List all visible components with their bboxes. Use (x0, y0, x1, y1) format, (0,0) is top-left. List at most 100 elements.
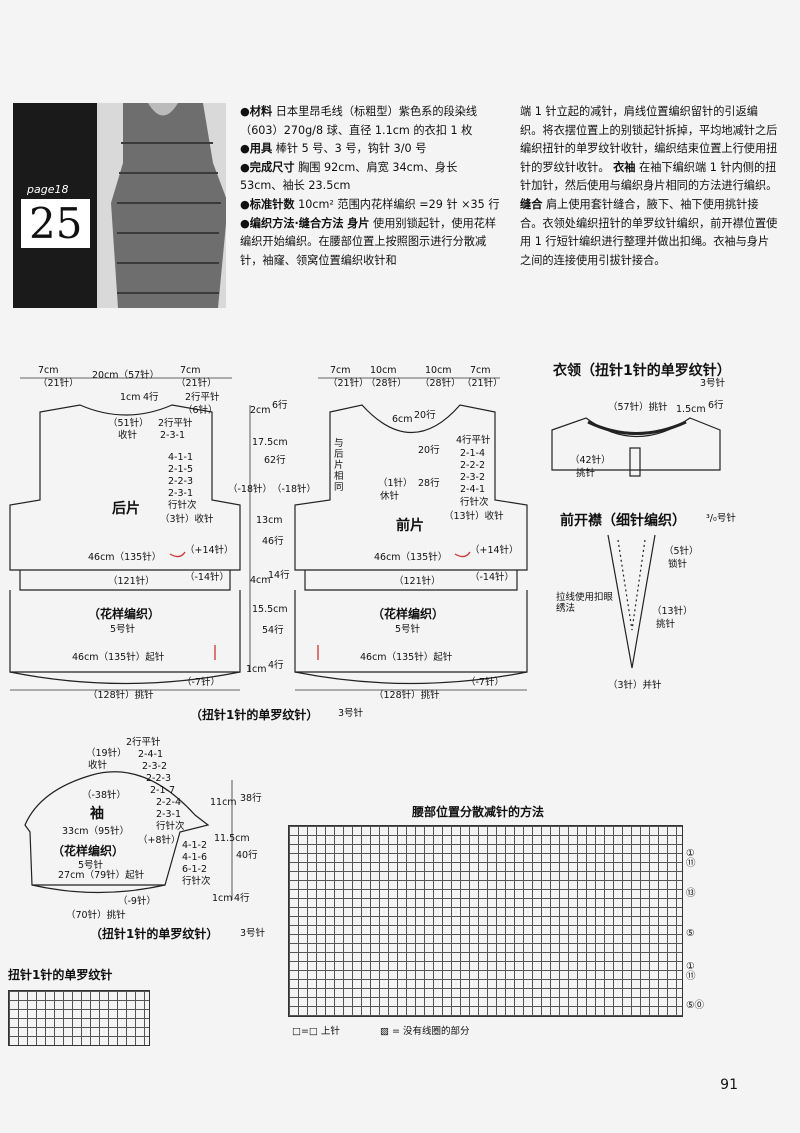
sleeve-pattern: （花样编织） (52, 844, 125, 858)
tools-text: 棒针 5 号、3 号，钩针 3/0 号 (275, 142, 427, 156)
chart-title: 腰部位置分散减针的方法 (412, 805, 545, 819)
front-neck-dec-3: 2-2-2 (460, 460, 485, 471)
mid-h1-rows: 6行 (272, 400, 288, 411)
mid-h3-rows: 46行 (262, 536, 284, 547)
sleeve-rib: （扭针1针的单罗纹针） (90, 927, 219, 941)
rib-needle: 3号针 (338, 708, 364, 719)
front-neck-rows-3: 28行 (418, 478, 440, 489)
mid-h3-cm: 13cm (256, 515, 283, 526)
sleeve-top-9: 2-3-1 (156, 809, 181, 820)
back-neck-cm: 1cm (120, 392, 141, 403)
back-shoulder-rows: 2行平针 (185, 392, 220, 403)
page-tag: page18 (27, 183, 69, 196)
back-top-left-cm: 7cm (38, 365, 59, 376)
placket-sts-2: （13针） (652, 606, 693, 617)
method-body-label: 身片 (347, 216, 370, 230)
seam-text: 肩上使用套针缝合，腋下、袖下使用挑针接合。衣领处编织扭针的单罗纹针编织，前开襟位… (520, 197, 778, 267)
sleeve-top-8: 2-2-4 (156, 797, 181, 808)
front-top-4-cm: 7cm (470, 365, 491, 376)
chart-row-3: ⑬ (686, 888, 696, 899)
chart-row-7: ⑤⓪ (686, 1000, 705, 1011)
page-number: 91 (720, 1077, 738, 1093)
placket-title: 前开襟（细针编织） (560, 513, 686, 529)
sleeve-cap-h-cm: 11cm (210, 797, 237, 808)
back-title: 后片 (112, 501, 140, 517)
front-top-1-sts: （21针） (328, 378, 369, 389)
front-title: 前片 (396, 518, 424, 534)
front-neck-bo: （13针）收针 (444, 511, 504, 522)
sleeve-inc-1: 4-1-2 (182, 840, 207, 851)
back-waist: （121针） (108, 576, 155, 587)
method-text-1: 使用别锁起针，使用花样编织开始编织。在腰部位置上按照图示进行分散减针，袖窿、领窝… (240, 216, 497, 267)
back-arm-dec-2: 2-1-5 (168, 464, 193, 475)
front-top-3-cm: 10cm (425, 365, 452, 376)
gauge-label: ●标准针数 (240, 197, 295, 211)
legend-gray: ▨ = 没有线圈的部分 (380, 1026, 470, 1037)
front-center-hold: 休针 (380, 491, 400, 502)
sleeve-rib-needle: 3号针 (240, 928, 266, 939)
front-inc: （+14针） (470, 545, 519, 556)
back-arm-right: （-18针） (228, 484, 273, 495)
back-arm-dec-3: 2-2-3 (168, 476, 193, 487)
front-top-3-sts: （28针） (420, 378, 461, 389)
placket-pick: 挑针 (656, 619, 676, 630)
sleeve-cap: （-38针） (82, 790, 127, 801)
sleeve-inc: （+8针） (138, 835, 181, 846)
back-top-left-sts: （21针） (38, 378, 79, 389)
chart-row-6: ⑪ (686, 971, 696, 982)
garment-photo: page18 25 (13, 103, 226, 308)
back-neck-bo: 收针 (118, 430, 138, 441)
mid-h1-cm: 2cm (250, 405, 271, 416)
sleeve-top-2: （19针） (86, 748, 127, 759)
sleeve-text: 在袖下编织端 1 针内侧的扭针加针，然后使用与编织身片相同的方法进行编织。 (520, 160, 778, 193)
materials-column: ●材料 日本里昂毛线（标粗型）紫色系的段染线（603）270g/8 球、直径 1… (240, 103, 502, 270)
front-neck-dec-5: 2-4-1 (460, 484, 485, 495)
back-dec: （-14针） (185, 572, 230, 583)
sleeve-top-7: 2-1-7 (150, 785, 175, 796)
front-width-top: 46cm（135针） (374, 552, 448, 563)
sleeve-inc-3: 6-1-2 (182, 864, 207, 875)
back-shoulder-rows-2: 2行平针 (158, 418, 193, 429)
back-neck-bo-sts: （51针） (108, 418, 149, 429)
back-dec2: （-7针） (182, 677, 220, 688)
back-top-center: 20cm（57针） (92, 370, 160, 381)
pattern-number: 25 (21, 199, 91, 248)
method-label: ●编织方法·缝合方法 (240, 216, 344, 230)
front-neck-rows-1: 20行 (414, 410, 436, 421)
legend-plain: □=□ 上针 (292, 1026, 340, 1037)
sleeve-body-h-rows: 40行 (236, 850, 258, 861)
sleeve-inc-label: 行针次 (182, 876, 211, 887)
placket-sts: （5针） (664, 546, 699, 557)
back-shoulder-dec: 2-3-1 (160, 430, 185, 441)
placket-chain: 锁针 (668, 559, 688, 570)
front-neck-dec-1: 4行平针 (456, 435, 491, 446)
small-chart-title: 扭针1针的单罗纹针 (8, 968, 113, 982)
front-width-bottom: 46cm（135针）起针 (360, 652, 453, 663)
back-width-bottom: 46cm（135针）起针 (72, 652, 165, 663)
sleeve-needle: 5号针 (78, 860, 104, 871)
sleeve-pick: （70针）挑针 (66, 910, 126, 921)
back-pattern: （花样编织） (88, 607, 161, 621)
sleeve-width: 33cm（95针） (62, 826, 130, 837)
mid-h5-cm: 15.5cm (252, 604, 288, 615)
placket-needle: ³/₀号针 (706, 513, 736, 524)
front-neck-dec-label: 行针次 (460, 497, 489, 508)
front-neck-cm: 6cm (392, 414, 413, 425)
front-top-1-cm: 7cm (330, 365, 351, 376)
front-top-4-sts: （21针） (462, 378, 503, 389)
front-neck-rows-2: 20行 (418, 445, 440, 456)
sweater-illustration (111, 103, 226, 308)
gauge-text: 10cm² 范围内花样编织 =29 针 ×35 行 (298, 197, 500, 211)
sleeve-cuff-h-rows: 4行 (234, 893, 250, 904)
sleeve-label: 衣袖 (613, 160, 636, 174)
back-neck-rows: 4行 (143, 392, 159, 403)
mid-h4-cm: 4cm (250, 575, 271, 586)
collar-height: 1.5cm (676, 404, 706, 415)
sleeve-top-5: 2-3-2 (142, 761, 167, 772)
mid-h6-cm: 1cm (246, 664, 267, 675)
back-arm-dec-label: 行针次 (168, 500, 197, 511)
size-label: ●完成尺寸 (240, 160, 295, 174)
chart-row-1: ① (686, 848, 695, 859)
sleeve-dec: （-9针） (118, 896, 156, 907)
front-waist: （121针） (394, 576, 441, 587)
